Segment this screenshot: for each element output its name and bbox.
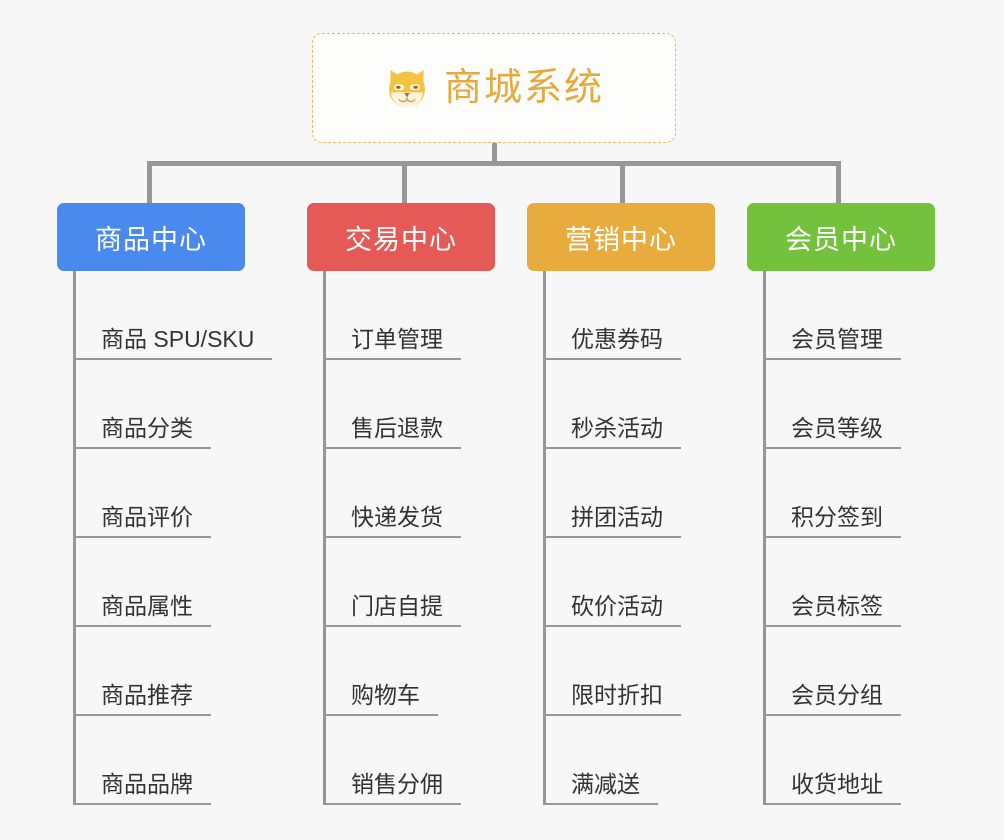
leaf-item-label: 售后退款 (325, 415, 461, 449)
leaf-item-label: 商品品牌 (75, 771, 211, 805)
leaf-item-label: 秒杀活动 (545, 415, 681, 449)
branch-header-label: 营销中心 (565, 224, 677, 255)
leaf-item-label: 会员标签 (765, 593, 901, 627)
leaf-item[interactable]: 订单管理 (325, 271, 495, 360)
leaf-item[interactable]: 商品 SPU/SKU (75, 271, 273, 360)
leaf-item[interactable]: 商品品牌 (75, 716, 272, 805)
leaf-item[interactable]: 拼团活动 (545, 449, 715, 538)
connector-drop-0 (147, 161, 152, 203)
leaf-item-label: 商品分类 (75, 415, 211, 449)
leaf-item-label: 购物车 (325, 682, 438, 716)
root-node[interactable]: 商城系统 (312, 33, 676, 143)
shiba-dog-face-icon (384, 65, 430, 111)
branch-column-2: 营销中心优惠券码秒杀活动拼团活动砍价活动限时折扣满减送 (527, 203, 715, 805)
leaf-item[interactable]: 商品分类 (75, 360, 272, 449)
leaf-item[interactable]: 会员管理 (765, 271, 935, 360)
leaf-item[interactable]: 售后退款 (325, 360, 495, 449)
leaf-item[interactable]: 商品评价 (75, 449, 272, 538)
leaf-item[interactable]: 门店自提 (325, 538, 495, 627)
leaf-item[interactable]: 限时折扣 (545, 627, 715, 716)
leaf-item[interactable]: 满减送 (545, 716, 715, 805)
leaf-item[interactable]: 会员分组 (765, 627, 935, 716)
leaf-item-label: 商品评价 (75, 504, 211, 538)
leaf-item-label: 积分签到 (765, 504, 901, 538)
branch-items-2: 优惠券码秒杀活动拼团活动砍价活动限时折扣满减送 (527, 271, 715, 805)
leaf-item[interactable]: 商品属性 (75, 538, 272, 627)
leaf-item[interactable]: 购物车 (325, 627, 495, 716)
leaf-item[interactable]: 会员等级 (765, 360, 935, 449)
connector-root-stem (492, 143, 497, 163)
leaf-item-label: 商品 SPU/SKU (75, 326, 273, 360)
branch-spine-2 (543, 271, 546, 805)
branch-header-label: 商品中心 (95, 224, 207, 255)
leaf-item-label: 会员分组 (765, 682, 901, 716)
leaf-item-label: 优惠券码 (545, 326, 681, 360)
branch-items-1: 订单管理售后退款快递发货门店自提购物车销售分佣 (307, 271, 495, 805)
leaf-item[interactable]: 收货地址 (765, 716, 935, 805)
branch-column-1: 交易中心订单管理售后退款快递发货门店自提购物车销售分佣 (307, 203, 495, 805)
branch-items-0: 商品 SPU/SKU 商品分类商品评价商品属性商品推荐商品品牌 (57, 271, 273, 805)
branch-items-3: 会员管理会员等级积分签到会员标签会员分组收货地址 (747, 271, 935, 805)
leaf-item[interactable]: 商品推荐 (75, 627, 272, 716)
branch-header-3[interactable]: 会员中心 (747, 203, 935, 271)
leaf-item-label: 砍价活动 (545, 593, 681, 627)
leaf-item-label: 快递发货 (325, 504, 461, 538)
leaf-item-label: 拼团活动 (545, 504, 681, 538)
branch-header-label: 会员中心 (785, 224, 897, 255)
leaf-item[interactable]: 积分签到 (765, 449, 935, 538)
connector-drop-1 (402, 161, 407, 203)
leaf-item-label: 收货地址 (765, 771, 901, 805)
branch-column-3: 会员中心会员管理会员等级积分签到会员标签会员分组收货地址 (747, 203, 935, 805)
branch-spine-0 (73, 271, 76, 805)
connector-drop-3 (836, 161, 841, 203)
leaf-item[interactable]: 秒杀活动 (545, 360, 715, 449)
leaf-item[interactable]: 销售分佣 (325, 716, 495, 805)
branch-header-label: 交易中心 (345, 224, 457, 255)
leaf-item-label: 会员管理 (765, 326, 901, 360)
leaf-item[interactable]: 快递发货 (325, 449, 495, 538)
leaf-item-label: 商品推荐 (75, 682, 211, 716)
leaf-item-label: 门店自提 (325, 593, 461, 627)
leaf-item-label: 会员等级 (765, 415, 901, 449)
leaf-item-label: 商品属性 (75, 593, 211, 627)
leaf-item[interactable]: 优惠券码 (545, 271, 715, 360)
leaf-item-label: 订单管理 (325, 326, 461, 360)
branch-header-2[interactable]: 营销中心 (527, 203, 715, 271)
connector-horizontal-bar (147, 161, 836, 166)
connector-drop-2 (620, 161, 625, 203)
branch-column-0: 商品中心商品 SPU/SKU 商品分类商品评价商品属性商品推荐商品品牌 (57, 203, 273, 805)
branch-spine-1 (323, 271, 326, 805)
root-title: 商城系统 (443, 67, 604, 109)
branch-header-1[interactable]: 交易中心 (307, 203, 495, 271)
branch-header-0[interactable]: 商品中心 (57, 203, 245, 271)
leaf-item[interactable]: 砍价活动 (545, 538, 715, 627)
leaf-item-label: 限时折扣 (545, 682, 681, 716)
branch-spine-3 (763, 271, 766, 805)
leaf-item-label: 满减送 (545, 771, 658, 805)
leaf-item[interactable]: 会员标签 (765, 538, 935, 627)
leaf-item-label: 销售分佣 (325, 771, 461, 805)
